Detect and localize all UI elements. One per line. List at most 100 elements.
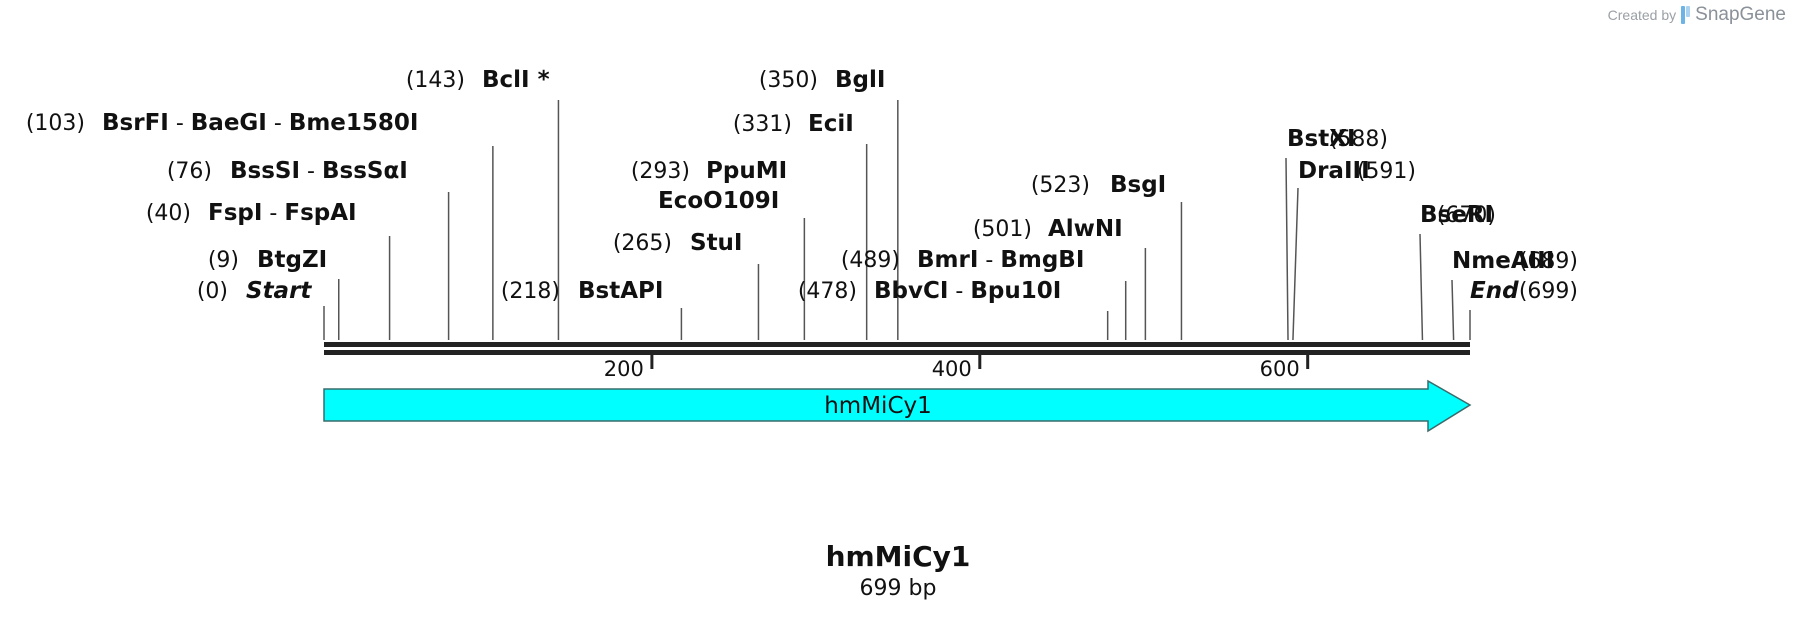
enzyme-name-part: BglI <box>835 67 885 93</box>
site-position: (523) <box>1031 173 1090 198</box>
enzyme-name-part: FspAI <box>284 200 356 226</box>
enzyme-name-part: FspI <box>208 200 262 226</box>
backbone-bottom-strand <box>324 350 1470 355</box>
site-position: (293) <box>631 159 690 184</box>
site-position: (265) <box>613 231 672 256</box>
site-bsgi[interactable]: (523) BsgI <box>1031 172 1183 340</box>
site-position: (689) <box>1519 249 1578 274</box>
enzyme-name-part: BclI * <box>482 67 550 93</box>
enzyme-name: BbvCI - Bpu10I <box>874 278 1061 304</box>
enzyme-name: BclI * <box>482 67 550 93</box>
enzyme-name-part: Start <box>246 278 312 304</box>
site-bbvci[interactable]: (478) BbvCI - Bpu10I <box>798 278 1109 340</box>
site-position: (489) <box>841 248 900 273</box>
site-position: (9) <box>208 248 239 273</box>
enzyme-name-part: Bme1580I <box>289 110 419 136</box>
site-line <box>1292 187 1299 341</box>
site-position: (501) <box>973 217 1032 242</box>
site-position: (699) <box>1519 279 1578 304</box>
enzyme-name: FspI - FspAI <box>208 200 357 226</box>
ruler-tick <box>978 355 982 369</box>
enzyme-name-part: BmrI <box>917 247 978 273</box>
site-nmeaiii[interactable]: NmeAIII(689) <box>1451 248 1578 341</box>
site-position: (40) <box>146 201 191 226</box>
ruler-tick-label: 200 <box>604 357 644 381</box>
enzyme-name: End <box>1470 278 1519 304</box>
sequence-size: 699 bp <box>860 576 937 601</box>
enzyme-name-part: EciI <box>808 111 854 137</box>
site-bmri[interactable]: (489) BmrI - BmgBI <box>841 247 1127 340</box>
enzyme-name-part: StuI <box>690 230 743 256</box>
site-line <box>1419 233 1424 341</box>
site-position: (218) <box>501 279 560 304</box>
enzyme-name: BssSI - BssSαI <box>230 158 408 184</box>
site-position: (591) <box>1357 159 1416 184</box>
ruler-tick <box>650 355 654 369</box>
site-bsssi[interactable]: (76) BssSI - BssSαI <box>167 158 450 340</box>
site-position: (103) <box>26 111 85 136</box>
backbone-top-strand <box>324 342 1470 347</box>
site-position: (478) <box>798 279 857 304</box>
enzyme-name: AlwNI <box>1048 216 1123 242</box>
feature-track: hmMiCy1 <box>323 379 1472 433</box>
site-bsrfi[interactable]: (103) BsrFI - BaeGI - Bme1580I <box>26 110 494 340</box>
enzyme-name: PpuMI <box>706 158 787 184</box>
credit-prefix: Created by <box>1607 7 1677 23</box>
enzyme-name: Start <box>246 278 312 304</box>
site-bstxi[interactable]: BstXI(588) <box>1285 126 1388 341</box>
site-line <box>1285 157 1289 341</box>
site-btgzi[interactable]: (9) BtgZI <box>208 247 340 340</box>
site-position: (588) <box>1329 127 1388 152</box>
snapgene-logo-icon <box>1680 6 1691 24</box>
enzyme-name-part: BssSI <box>230 158 300 184</box>
enzyme-name-part: BssSαI <box>322 158 408 184</box>
site-bcli[interactable]: (143) BclI * <box>406 67 560 340</box>
enzyme-name: StuI <box>690 230 743 256</box>
enzyme-name: BsrFI - BaeGI - Bme1580I <box>102 110 418 136</box>
feature-arrow[interactable] <box>323 379 1472 433</box>
site-alwni[interactable]: (501) AlwNI <box>973 216 1147 340</box>
restriction-sites: (0) Start (9) BtgZI (40) FspI - FspAI (76) BssS… <box>26 67 1578 341</box>
site-bstapi[interactable]: (218) BstAPI <box>501 278 683 340</box>
enzyme-name-part: BbvCI <box>874 278 948 304</box>
site-position: (143) <box>406 68 465 93</box>
site-start[interactable]: (0) Start <box>197 278 325 340</box>
backbone <box>324 342 1470 355</box>
site-stui[interactable]: (265) StuI <box>613 230 760 340</box>
site-line <box>1451 279 1455 341</box>
enzyme-name: BtgZI <box>257 247 327 273</box>
credit-brand: SnapGene <box>1695 4 1786 25</box>
enzyme-name-part: BaeGI <box>191 110 267 136</box>
site-bseri[interactable]: BseRI(670) <box>1419 202 1496 341</box>
enzyme-name: EciI <box>808 111 854 137</box>
enzyme-name: DraIII <box>1298 158 1370 184</box>
site-position: (0) <box>197 279 228 304</box>
enzyme-name-part: AlwNI <box>1048 216 1123 242</box>
feature-label: hmMiCy1 <box>824 393 932 419</box>
enzyme-name-part: BtgZI <box>257 247 327 273</box>
site-fspi[interactable]: (40) FspI - FspAI <box>146 200 391 340</box>
site-end[interactable]: End(699) <box>1469 278 1578 340</box>
site-position: (670) <box>1437 203 1496 228</box>
enzyme-name-part: BsrFI <box>102 110 169 136</box>
enzyme-name-part: BsgI <box>1110 172 1166 198</box>
site-bgli[interactable]: (350) BglI <box>759 67 899 340</box>
site-position: (331) <box>733 112 792 137</box>
enzyme-name-part: Bpu10I <box>970 278 1061 304</box>
site-position: (350) <box>759 68 818 93</box>
site-position: (76) <box>167 159 212 184</box>
sequence-title: hmMiCy1 <box>826 540 971 573</box>
ruler-tick <box>1306 355 1310 369</box>
enzyme-name: BstAPI <box>578 278 663 304</box>
site-ecii[interactable]: (331) EciI <box>733 111 868 340</box>
enzyme-name: BglI <box>835 67 885 93</box>
enzyme-name: BmrI - BmgBI <box>917 247 1084 273</box>
ruler-tick-label: 400 <box>932 357 972 381</box>
enzyme-name: NmeAIII <box>1452 248 1554 274</box>
enzyme-name: BstXI <box>1287 126 1356 152</box>
enzyme-name-part: BmgBI <box>1000 247 1084 273</box>
site-draiii[interactable]: DraIII(591) <box>1292 158 1416 341</box>
